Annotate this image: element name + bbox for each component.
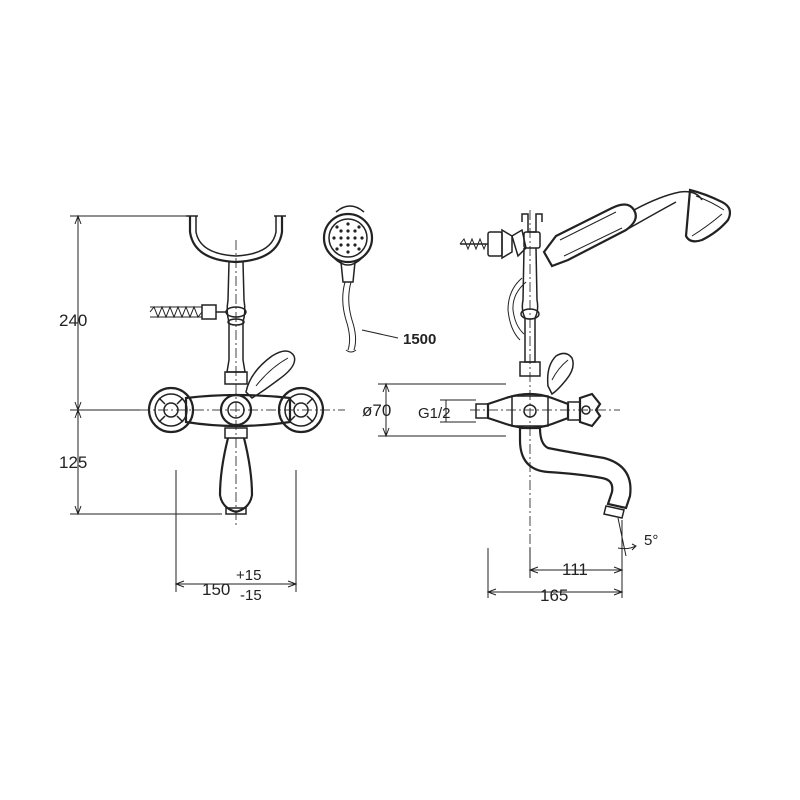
dim-spout-reach: 111 — [562, 560, 588, 579]
front-view — [140, 215, 345, 525]
dim-height-upper: 240 — [59, 311, 87, 330]
front-dimensions: 240 125 150 +15 -15 — [59, 214, 298, 604]
side-dimensions: ø70 G1/2 111 165 5° — [362, 382, 658, 605]
hand-shower-detail: 1500 — [322, 205, 436, 353]
dim-spout-angle: 5° — [644, 532, 658, 549]
dim-thread: G1/2 — [418, 405, 451, 422]
callout-hose-length: 1500 — [403, 331, 436, 348]
dim-escutcheon-diameter: ø70 — [362, 401, 391, 420]
dim-height-lower: 125 — [59, 453, 87, 472]
dim-tolerance-minus: -15 — [240, 587, 262, 604]
dim-tolerance-plus: +15 — [236, 567, 261, 584]
dim-center-distance: 150 — [202, 580, 230, 599]
side-view — [459, 188, 732, 570]
dim-total-depth: 165 — [540, 586, 568, 605]
shower-holes — [332, 222, 364, 254]
